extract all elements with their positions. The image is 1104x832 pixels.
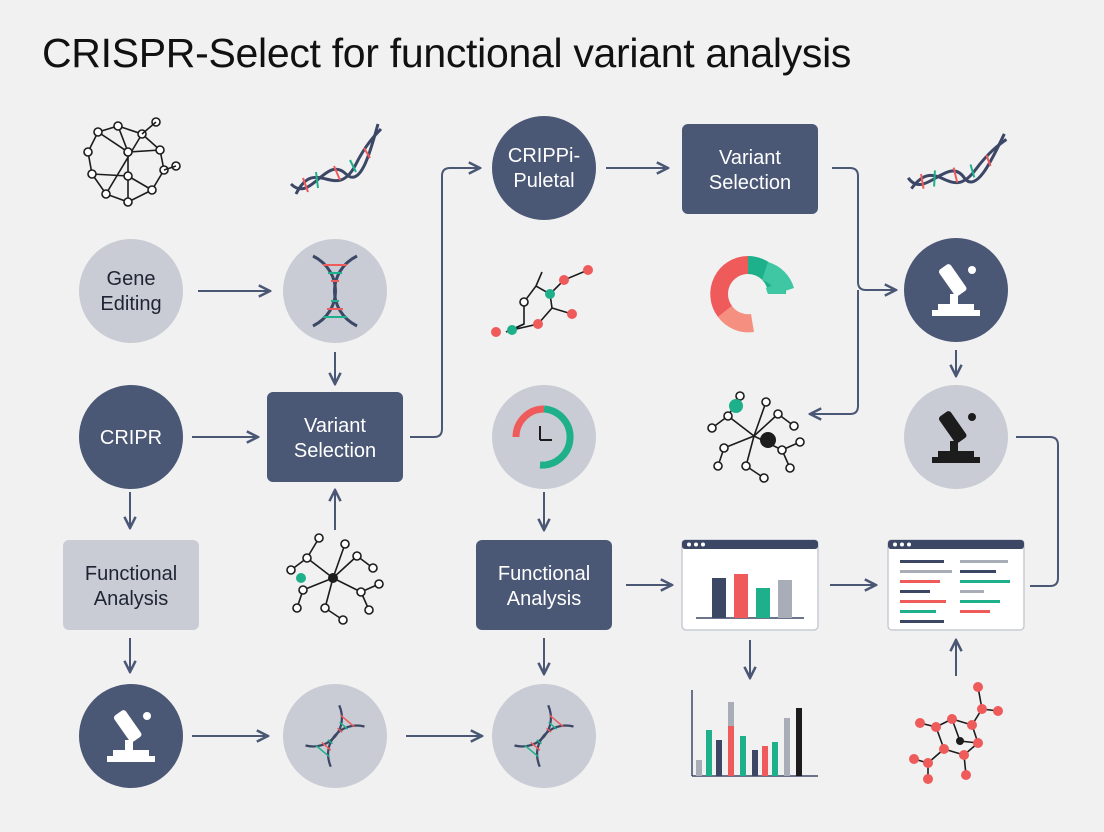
node-label: Selection — [709, 172, 791, 194]
connector-arrows — [130, 168, 1059, 736]
molecule-network-icon — [707, 391, 805, 483]
node-label: CRIPPi- — [508, 145, 580, 167]
node-label: Puletal — [513, 170, 574, 192]
dna-helix-circle — [492, 684, 596, 788]
clock-gauge-icon — [492, 385, 596, 489]
molecule-network-icon — [286, 533, 384, 625]
code-window-icon — [887, 539, 1025, 631]
node-crippi-pueltal: CRIPPi- Puletal — [492, 116, 596, 220]
dna-helix-circle — [283, 684, 387, 788]
dna-helix-circle — [283, 239, 387, 343]
node-gene-editing: Gene Editing — [79, 239, 183, 343]
molecule-network-icon — [83, 117, 181, 207]
node-functional-analysis-center: Functional Analysis — [476, 540, 612, 630]
node-label: Variant — [304, 415, 366, 437]
molecule-icon — [909, 682, 1003, 784]
node-label: Functional — [498, 563, 590, 585]
page-title: CRISPR-Select for functional variant ana… — [42, 30, 852, 76]
microscope-node-bottom-left — [79, 684, 183, 788]
node-label: Editing — [100, 293, 161, 315]
node-label: Gene — [107, 268, 156, 290]
node-label: Functional — [85, 563, 177, 585]
node-label: CRIPR — [100, 427, 162, 449]
microscope-node-top-right — [904, 238, 1008, 342]
bar-chart-icon — [691, 690, 818, 777]
node-label: Analysis — [507, 588, 581, 610]
node-variant-selection-center: Variant Selection — [267, 392, 403, 482]
dna-helix-icon — [904, 117, 1009, 205]
bar-chart-window-icon — [681, 539, 819, 631]
microscope-node-mid-right — [904, 385, 1008, 489]
node-cripr: CRIPR — [79, 385, 183, 489]
node-variant-selection-top: Variant Selection — [682, 124, 818, 214]
node-label: Selection — [294, 440, 376, 462]
node-label: Variant — [719, 147, 781, 169]
dna-helix-icon — [289, 122, 383, 196]
donut-chart-icon — [710, 256, 794, 333]
molecule-icon — [491, 265, 593, 337]
node-functional-analysis-left: Functional Analysis — [63, 540, 199, 630]
node-label: Analysis — [94, 588, 168, 610]
